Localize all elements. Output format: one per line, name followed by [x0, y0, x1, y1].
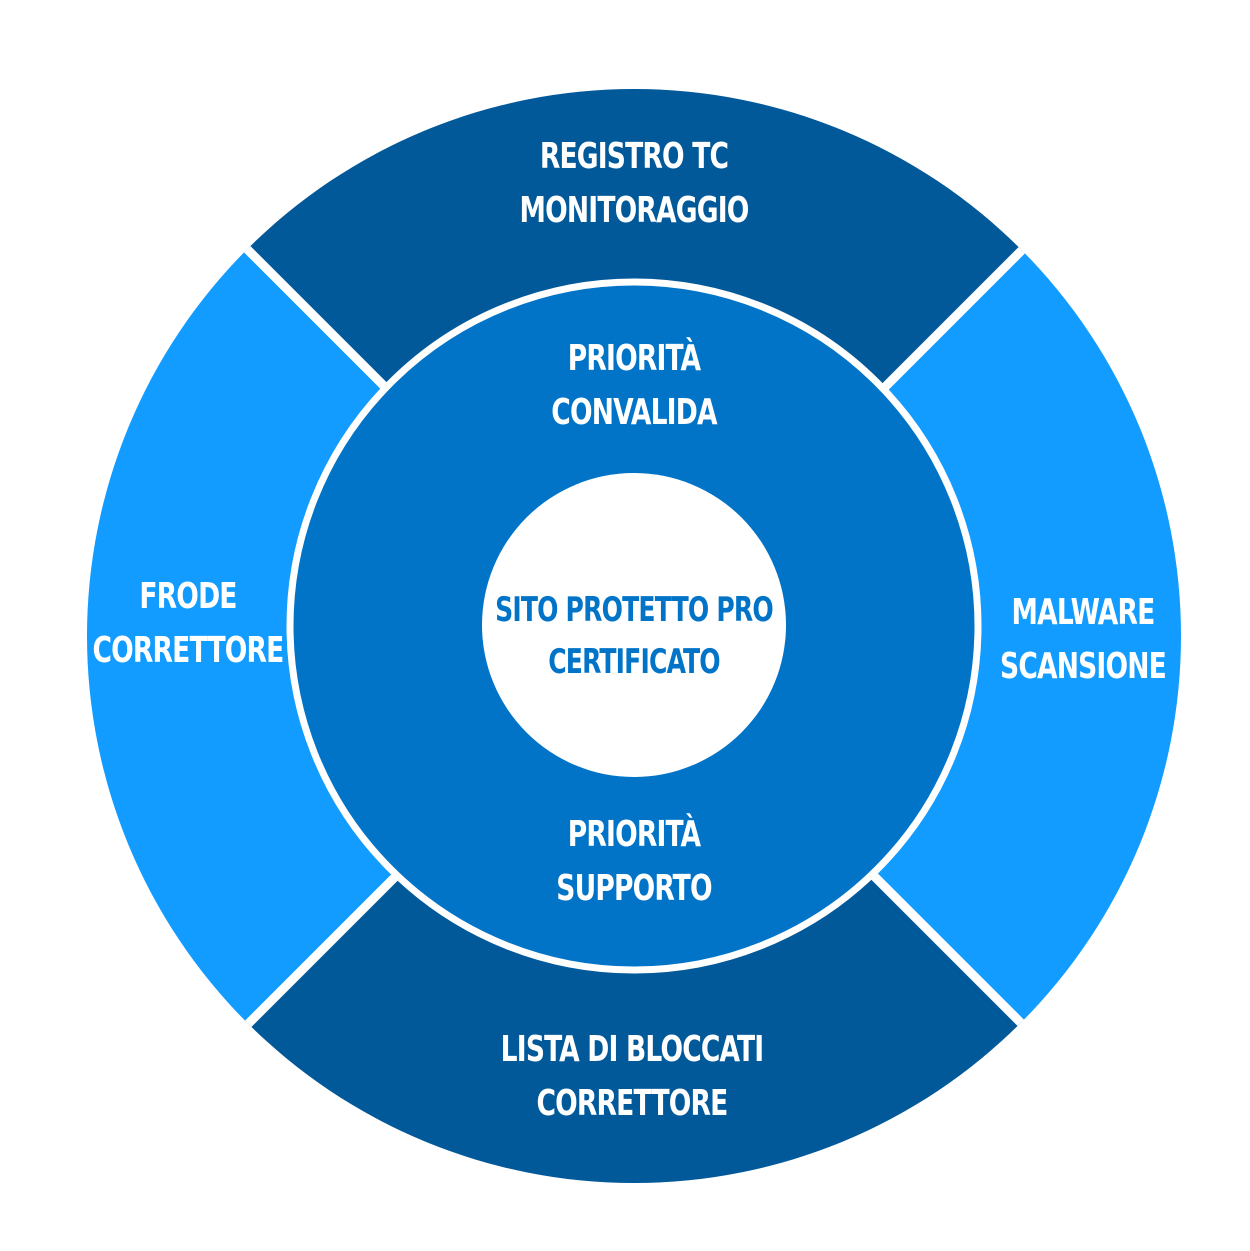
- center-circle: [482, 473, 786, 777]
